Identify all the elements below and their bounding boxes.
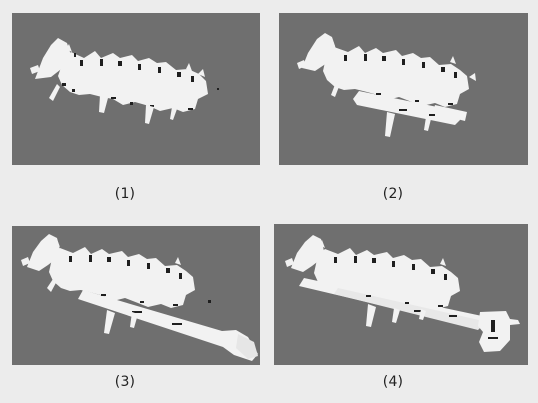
occupancy-map-3	[21, 234, 258, 361]
occupancy-map-4	[285, 235, 520, 352]
map-panel-1	[12, 13, 260, 165]
map-panel-3	[12, 226, 260, 365]
panel-4-caption: (4)	[382, 374, 404, 390]
panel-1-caption: (1)	[114, 186, 136, 202]
panel-3-caption: (3)	[114, 374, 136, 390]
occupancy-map-1	[30, 38, 219, 124]
occupancy-map-2	[297, 33, 476, 137]
map-panel-2	[279, 13, 528, 165]
panel-2-caption: (2)	[382, 186, 404, 202]
map-panel-4	[274, 224, 528, 365]
